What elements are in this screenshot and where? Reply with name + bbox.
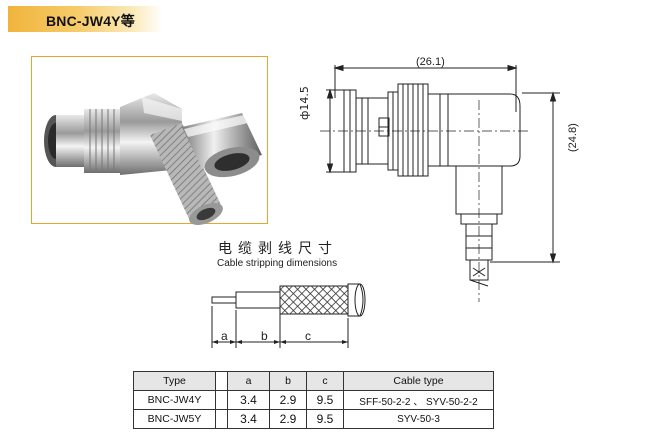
header-type: Type bbox=[133, 371, 216, 391]
dim-label-b: b bbox=[261, 329, 268, 343]
cell-a: 3.4 bbox=[227, 409, 270, 429]
stripping-title-en: Cable stripping dimensions bbox=[217, 258, 338, 269]
cable-type-1: SYV-50-3 bbox=[397, 413, 440, 425]
cell-type: BNC-JW4Y bbox=[133, 390, 216, 410]
table-row: BNC-JW4Y 3.4 2.9 9.5 SFF-50-2-2 、 SYV-50… bbox=[133, 390, 494, 410]
cell-c: 9.5 bbox=[306, 390, 344, 410]
cell-c: 9.5 bbox=[306, 409, 344, 429]
title-bar: BNC-JW4Y等 bbox=[8, 6, 163, 32]
spec-table: Type a b c Cable type BNC-JW4Y 3.4 2.9 9… bbox=[133, 371, 494, 429]
cell-b: 2.9 bbox=[269, 390, 307, 410]
product-title: BNC-JW4Y等 bbox=[46, 13, 135, 29]
cell-a: 3.4 bbox=[227, 390, 270, 410]
height-dimension-label: (24.8) bbox=[567, 123, 579, 152]
cable-separator: 、 bbox=[413, 396, 424, 408]
stripping-title-cn: 电缆剥线尺寸 bbox=[218, 241, 338, 257]
connector-photo-illustration bbox=[44, 93, 262, 225]
table-spacer bbox=[215, 409, 228, 429]
dim-label-a: a bbox=[221, 329, 228, 343]
table-row: BNC-JW5Y 3.4 2.9 9.5 SYV-50-3 bbox=[133, 409, 494, 429]
cable-stripping-drawing bbox=[211, 283, 366, 348]
table-spacer bbox=[215, 390, 228, 410]
header-c: c bbox=[306, 371, 344, 391]
product-photo bbox=[31, 56, 268, 225]
width-dimension-label: (26.1) bbox=[416, 56, 445, 68]
cell-type: BNC-JW5Y bbox=[133, 409, 216, 429]
cell-cable-type: SYV-50-3 bbox=[343, 409, 494, 429]
cell-b: 2.9 bbox=[269, 409, 307, 429]
cable-type-2: SYV-50-2-2 bbox=[425, 396, 478, 408]
cable-type-1: SFF-50-2-2 bbox=[359, 396, 411, 408]
diameter-dimension-label: ф14.5 bbox=[298, 86, 311, 120]
table-header-row: Type a b c Cable type bbox=[133, 371, 494, 391]
dim-label-c: c bbox=[305, 329, 311, 343]
header-a: a bbox=[227, 371, 270, 391]
connector-technical-drawing bbox=[320, 64, 560, 302]
header-b: b bbox=[269, 371, 307, 391]
header-cable-type: Cable type bbox=[343, 371, 494, 391]
table-spacer bbox=[215, 371, 228, 391]
cell-cable-type: SFF-50-2-2 、 SYV-50-2-2 bbox=[343, 390, 494, 410]
